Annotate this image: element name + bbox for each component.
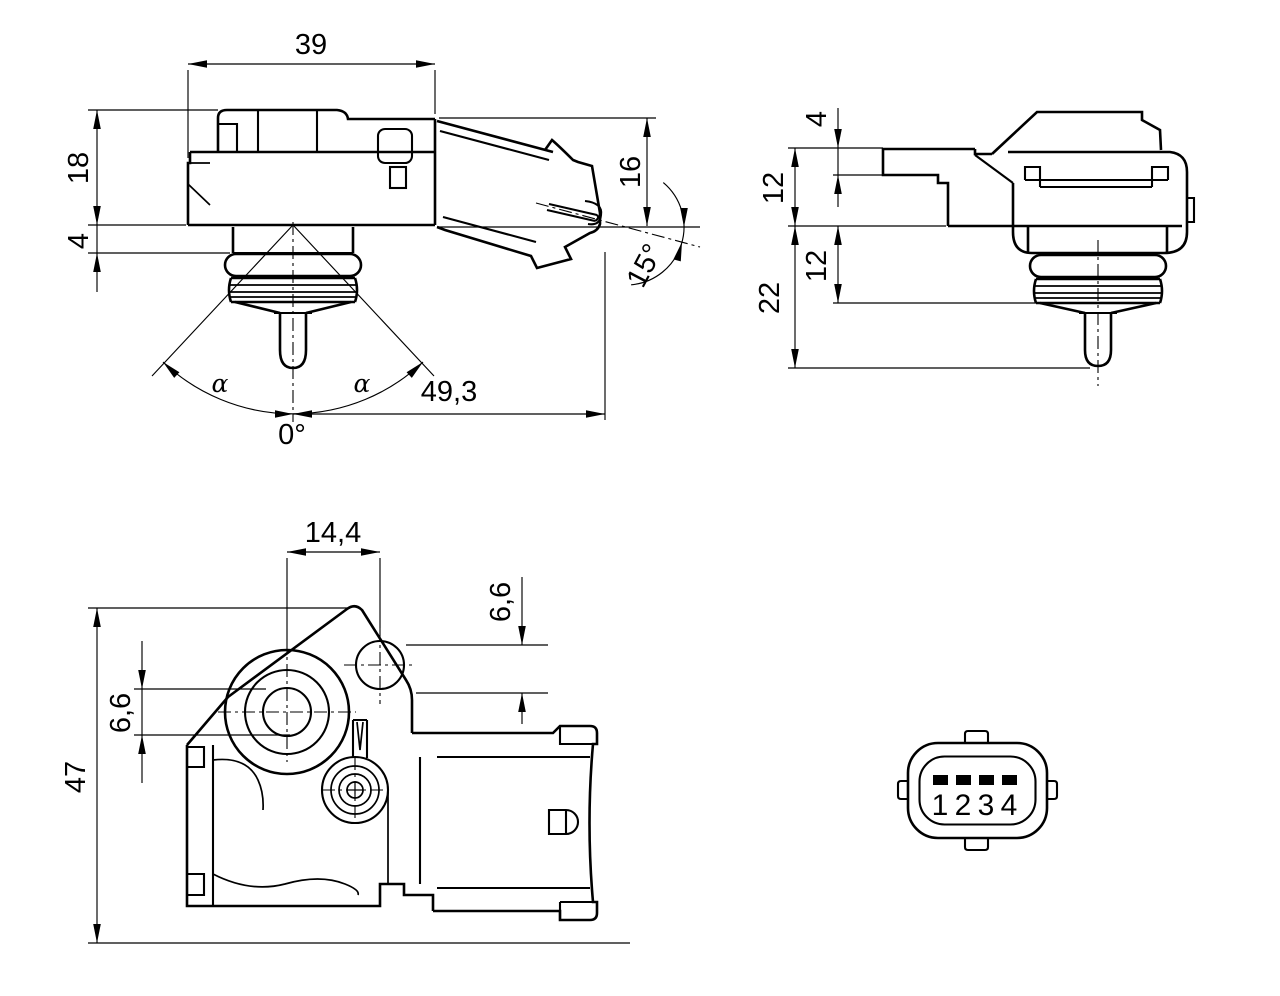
dim-rear-4-label: 4	[801, 111, 833, 127]
alpha-left-label: α	[212, 369, 229, 398]
rear-view-part-outline	[881, 110, 1196, 368]
dim-rear-22-label: 22	[754, 282, 786, 314]
terminal-blade	[546, 202, 600, 223]
connector-pinout: 1 2 3 4	[896, 729, 1059, 852]
dim-18: 18 4	[63, 109, 230, 292]
dim-14-4: 14,4	[286, 517, 381, 640]
pinout-shell-outer	[906, 741, 1049, 840]
sensor-cap-outline	[216, 108, 435, 152]
dim-14-4-label: 14,4	[305, 517, 361, 549]
dim-47-label: 47	[60, 761, 92, 793]
sensor-body-outline	[186, 119, 437, 227]
pinout-shell-inner	[918, 755, 1037, 826]
dim-6-6-right-label: 6,6	[485, 582, 517, 622]
dim-alpha: α α 0°	[151, 224, 435, 451]
hex-flats	[231, 227, 355, 253]
rear-body-outline	[1008, 150, 1189, 255]
top-view: 14,4 6,6 6,6 47	[60, 517, 630, 944]
connector-lock-boss	[376, 127, 414, 165]
pin-2-label: 2	[955, 789, 972, 822]
pinout-tab-bottom	[963, 838, 990, 852]
dim-rear-12-lower-label: 12	[801, 250, 833, 282]
top-view-part-outline	[185, 604, 599, 922]
pin-4-contact	[1002, 775, 1017, 785]
dim-rear-12-upper-label: 12	[758, 172, 790, 204]
pin-3-contact	[979, 775, 994, 785]
pin-3-label: 3	[978, 789, 995, 822]
o-ring	[223, 252, 363, 278]
zero-deg-label: 0°	[278, 419, 306, 451]
plug-slot	[547, 808, 580, 836]
dim-16-label: 16	[615, 156, 647, 188]
pin-1-contact	[933, 775, 948, 785]
clip-tab	[351, 718, 369, 758]
dim-15deg-label: 15°	[621, 239, 670, 293]
dim-16: 16	[439, 117, 656, 226]
rear-view: 4 12 12 22	[754, 108, 1196, 386]
dim-49-3-label: 49,3	[421, 376, 477, 408]
pin-4-label: 4	[1001, 789, 1018, 822]
rear-o-ring	[1028, 253, 1168, 279]
dim-47: 47	[60, 607, 630, 944]
top-body-outline	[185, 745, 435, 911]
terminal-centerline	[535, 202, 701, 248]
dim-39-label: 39	[295, 29, 327, 61]
dim-6-6-right: 6,6	[406, 577, 548, 724]
mounting-flange	[186, 604, 414, 746]
plug-outline	[412, 724, 599, 922]
pin-1-label: 1	[932, 789, 949, 822]
terminal-tab	[881, 147, 975, 226]
tilted-connector-outline	[436, 119, 602, 270]
side-view: 39 18 4 16 15°	[63, 29, 701, 451]
dim-15deg: 15°	[437, 182, 700, 293]
dim-rear-4: 4	[788, 108, 883, 207]
pin-2-contact	[956, 775, 971, 785]
dim-rear-22: 22	[754, 226, 1090, 369]
dim-rear-12-lower: 12	[801, 226, 1040, 304]
dim-18-label: 18	[63, 152, 95, 184]
alpha-right-label: α	[354, 369, 371, 398]
side-view-part-outline	[186, 108, 603, 370]
dim-49-3: 49,3	[293, 252, 606, 420]
dim-39: 39	[187, 29, 436, 158]
dim-6-6-left-label: 6,6	[105, 693, 137, 733]
dim-rear-12-upper: 12	[758, 148, 946, 227]
pinout-tab-right	[1047, 779, 1059, 801]
pinout-tab-left	[896, 779, 908, 801]
pinout-tab-top	[963, 729, 990, 743]
dim-6-6-left: 6,6	[105, 641, 290, 783]
dim-4-side-label: 4	[63, 233, 95, 249]
